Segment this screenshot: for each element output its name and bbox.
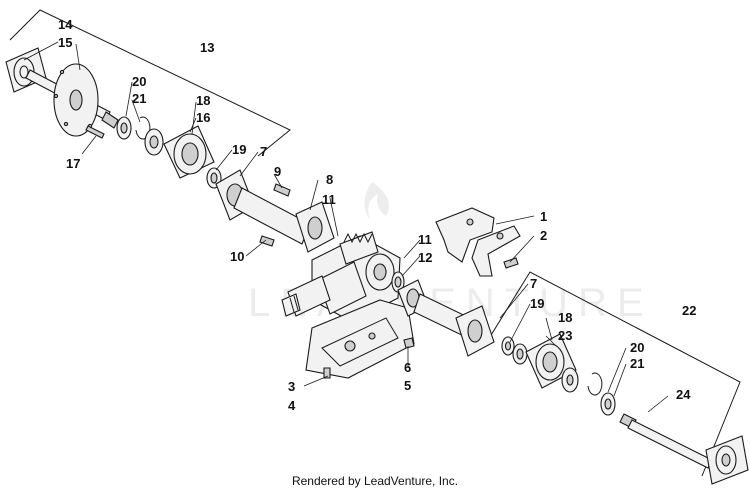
callout-17: 17 [66, 156, 80, 171]
callout-15: 15 [58, 35, 72, 50]
right-axle-tube [397, 279, 495, 357]
callout-14: 14 [58, 17, 73, 32]
callout-18-left: 18 [196, 93, 210, 108]
callout-8: 8 [326, 172, 333, 187]
callout-10: 10 [230, 249, 244, 264]
callout-4: 4 [288, 398, 296, 413]
callout-22: 22 [682, 303, 696, 318]
callout-23: 23 [558, 328, 572, 343]
left-axle-shaft [5, 47, 119, 137]
bracket-13 [9, 9, 291, 157]
left-bearing-housing [163, 125, 222, 189]
callout-9: 9 [274, 164, 281, 179]
o-ring-12 [391, 271, 405, 293]
mounting-bracket [435, 207, 521, 277]
callout-2: 2 [540, 228, 547, 243]
callout-16: 16 [196, 110, 210, 125]
callout-20-right: 20 [630, 340, 644, 355]
callout-11-lower: 11 [418, 232, 432, 247]
callout-6: 6 [404, 360, 411, 375]
right-axle-shaft [619, 413, 749, 485]
callout-7-left: 7 [260, 144, 267, 159]
callout-11-upper: 11 [322, 192, 336, 207]
right-bearing-stack [501, 333, 616, 416]
callout-21-left: 21 [132, 91, 146, 106]
callout-1: 1 [540, 209, 547, 224]
callout-18-right: 18 [558, 310, 572, 325]
callout-24: 24 [676, 387, 691, 402]
callout-3: 3 [288, 379, 295, 394]
callout-5: 5 [404, 378, 411, 393]
left-bearing-stack [116, 116, 164, 156]
callout-12: 12 [418, 250, 432, 265]
callout-labels: 14 15 13 20 21 18 16 17 19 7 9 8 11 10 1… [58, 17, 696, 413]
callout-13: 13 [200, 40, 214, 55]
leader-lines [23, 41, 669, 413]
callout-20-left: 20 [132, 74, 146, 89]
callout-21-right: 21 [630, 356, 644, 371]
bolt-17 [85, 125, 105, 139]
left-axle-tube [233, 183, 335, 253]
callout-19-left: 19 [232, 142, 246, 157]
skid-plate [305, 299, 415, 379]
callout-7-right: 7 [530, 276, 537, 291]
bracket-22 [487, 271, 741, 477]
footer-credit: Rendered by LeadVenture, Inc. [291, 474, 459, 488]
callout-19-right: 19 [530, 296, 544, 311]
